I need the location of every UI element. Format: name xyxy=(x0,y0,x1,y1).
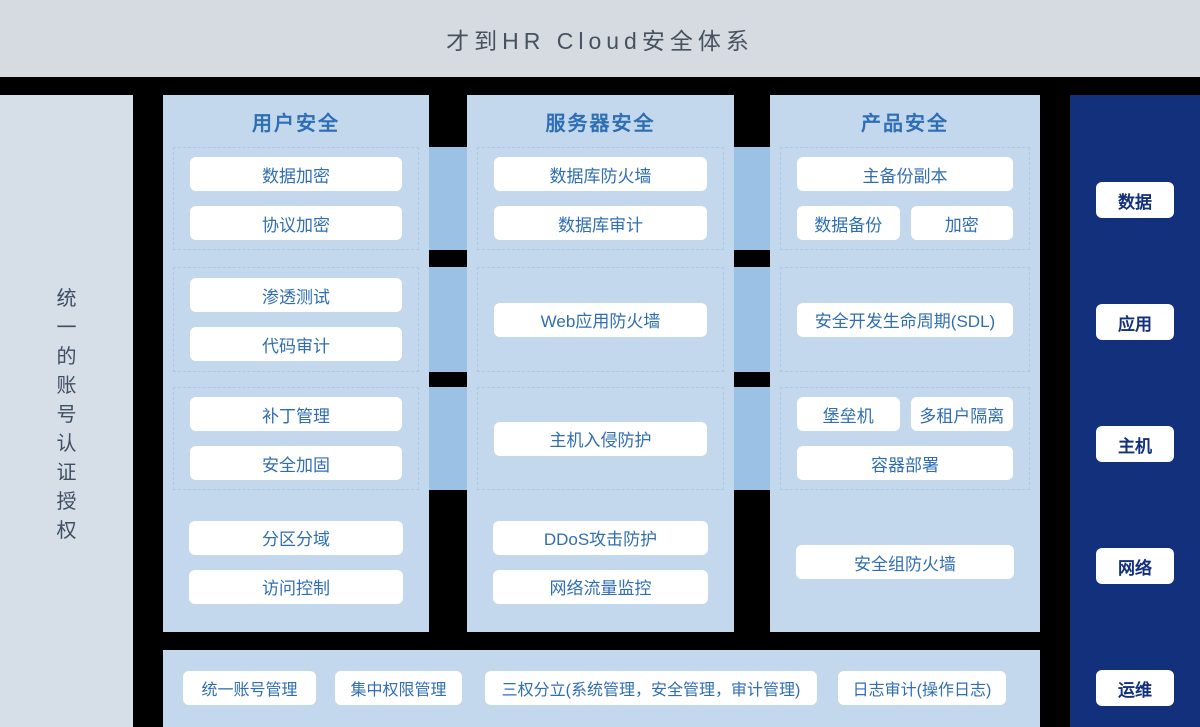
layer-sidebar: 数据应用主机网络运维 xyxy=(1070,95,1200,727)
security-item: 加密 xyxy=(910,206,1013,240)
page-header: 才到HR Cloud安全体系 xyxy=(0,0,1200,77)
security-item: 数据库审计 xyxy=(494,206,707,240)
connector xyxy=(429,387,467,490)
security-group: 补丁管理安全加固 xyxy=(173,387,419,490)
security-item: 数据备份 xyxy=(797,206,900,240)
unified-auth-label-char: 的 xyxy=(56,345,77,368)
security-item: 协议加密 xyxy=(190,206,402,240)
column-server-security: 服务器安全数据库防火墙数据库审计 Web应用防火墙主机入侵防护 DDoS攻击防护网络… xyxy=(467,95,734,632)
layer-badge: 数据 xyxy=(1096,182,1174,218)
security-item: 分区分域 xyxy=(189,520,403,555)
governance-bar: 统一账号管理集中权限管理三权分立(系统管理，安全管理，审计管理) 日志审计(操作日… xyxy=(163,650,1040,727)
connector xyxy=(734,267,770,372)
security-item: 安全开发生命周期(SDL) xyxy=(797,302,1013,337)
security-item: 代码审计 xyxy=(190,327,402,361)
security-group: 分区分域访问控制 xyxy=(173,507,419,617)
page-title: 才到HR Cloud安全体系 xyxy=(446,27,754,54)
security-group: 堡垒机多租户隔离容器部署 xyxy=(780,387,1030,490)
governance-item: 统一账号管理 xyxy=(183,671,316,705)
security-group: 主备份副本数据备份加密 xyxy=(780,147,1030,250)
security-group: 数据加密协议加密 xyxy=(173,147,419,250)
unified-auth-label-char: 权 xyxy=(56,519,77,542)
security-item: 主机入侵防护 xyxy=(494,421,707,456)
layer-badge: 应用 xyxy=(1096,304,1174,340)
unified-auth-label-char: 授 xyxy=(56,490,77,513)
unified-auth-label-char: 认 xyxy=(56,432,77,455)
connector xyxy=(429,267,467,372)
security-item: 容器部署 xyxy=(797,446,1013,480)
security-item: DDoS攻击防护 xyxy=(493,520,708,555)
security-item: 堡垒机 xyxy=(797,397,900,431)
layer-badge: 主机 xyxy=(1096,426,1174,462)
column-title: 产品安全 xyxy=(861,112,949,135)
security-group: 主机入侵防护 xyxy=(477,387,724,490)
layer-badge: 运维 xyxy=(1096,670,1174,706)
security-item: 数据加密 xyxy=(190,157,402,191)
security-group: DDoS攻击防护网络流量监控 xyxy=(477,507,724,617)
security-item: 数据库防火墙 xyxy=(494,157,707,191)
governance-item: 日志审计(操作日志) xyxy=(838,671,1006,705)
security-item: 多租户隔离 xyxy=(910,397,1013,431)
governance-item: 集中权限管理 xyxy=(335,671,462,705)
connector xyxy=(734,387,770,490)
column-user-security: 用户安全数据加密协议加密渗透测试代码审计补丁管理安全加固分区分域访问控制 xyxy=(163,95,429,632)
security-item: 补丁管理 xyxy=(190,397,402,431)
security-item: 访问控制 xyxy=(189,569,403,604)
unified-auth-label-char: 一 xyxy=(56,316,77,339)
column-title: 用户安全 xyxy=(252,112,340,135)
unified-auth-sidebar: 统一的账号认证授权 xyxy=(0,95,133,727)
security-group: 安全开发生命周期(SDL) xyxy=(780,267,1030,372)
security-item: 安全组防火墙 xyxy=(796,545,1014,579)
unified-auth-label-char: 号 xyxy=(56,403,77,426)
security-item: 安全加固 xyxy=(190,446,402,480)
security-item-row: 堡垒机多租户隔离 xyxy=(797,397,1013,431)
security-item-row: 数据备份加密 xyxy=(797,206,1013,240)
security-group: 数据库防火墙数据库审计 xyxy=(477,147,724,250)
security-item: 主备份副本 xyxy=(797,157,1013,191)
security-item: Web应用防火墙 xyxy=(494,302,707,337)
security-group: 渗透测试代码审计 xyxy=(173,267,419,372)
column-title: 服务器安全 xyxy=(545,112,656,135)
unified-auth-label-char: 证 xyxy=(56,461,77,484)
connector xyxy=(429,147,467,250)
security-group: 安全组防火墙 xyxy=(780,507,1030,617)
layer-badge: 网络 xyxy=(1096,548,1174,584)
column-product-security: 产品安全主备份副本数据备份加密安全开发生命周期(SDL)堡垒机多租户隔离容器部署… xyxy=(770,95,1040,632)
connector xyxy=(734,147,770,250)
security-item: 渗透测试 xyxy=(190,278,402,312)
unified-auth-label-char: 统 xyxy=(56,287,77,310)
governance-item: 三权分立(系统管理，安全管理，审计管理) xyxy=(485,671,817,705)
security-item: 网络流量监控 xyxy=(493,569,708,604)
security-group: Web应用防火墙 xyxy=(477,267,724,372)
unified-auth-label-char: 账 xyxy=(56,374,77,397)
